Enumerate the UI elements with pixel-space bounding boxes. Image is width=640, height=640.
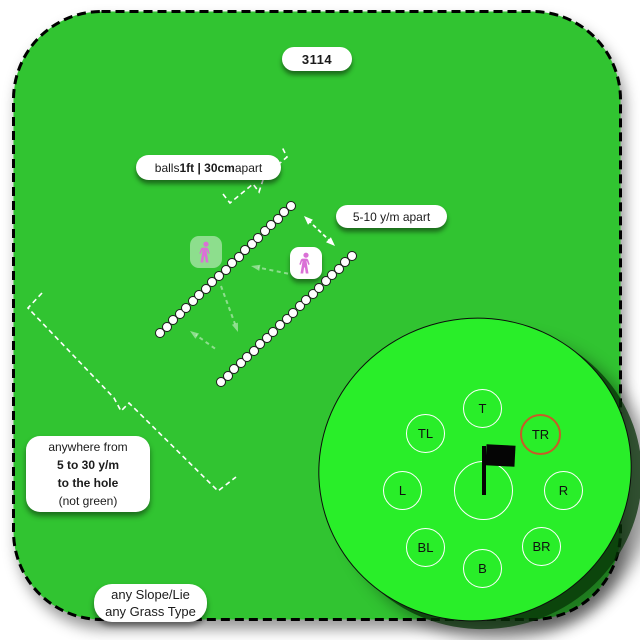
drill-number-badge: 3114 xyxy=(282,47,352,71)
golf-ball xyxy=(333,263,344,274)
hole-B: B xyxy=(463,549,502,588)
golf-ball xyxy=(261,332,272,343)
golf-ball xyxy=(255,339,266,350)
flag-pole xyxy=(482,446,486,495)
distance-note-line1: anywhere from xyxy=(48,440,128,454)
golf-ball xyxy=(294,301,305,312)
golf-ball xyxy=(281,314,292,324)
hole-BL: BL xyxy=(406,528,445,567)
ball-spacing-prefix: balls xyxy=(154,160,180,175)
golf-ball xyxy=(248,345,259,356)
person-icon xyxy=(299,252,310,274)
golf-ball xyxy=(320,276,331,287)
golf-ball xyxy=(240,245,251,256)
ball-spacing-value: 1ft | 30cm xyxy=(179,160,235,175)
golf-ball xyxy=(207,277,218,288)
hole-R: R xyxy=(544,471,583,510)
golf-ball xyxy=(242,351,253,362)
golf-ball xyxy=(279,207,290,218)
distance-note-line2: 5 to 30 y/m xyxy=(56,458,120,472)
golf-ball xyxy=(227,258,238,269)
conditions-note-line2: any Grass Type xyxy=(105,604,196,619)
conditions-note: any Slope/Lie any Grass Type xyxy=(94,584,207,622)
distance-note-line3: to the hole xyxy=(57,476,119,490)
golf-ball xyxy=(246,239,257,250)
golf-ball xyxy=(213,270,224,281)
conditions-note-line1: any Slope/Lie xyxy=(111,587,190,602)
distance-note: anywhere from 5 to 30 y/m to the hole (n… xyxy=(26,436,150,512)
hole-BR: BR xyxy=(522,527,561,566)
golf-ball xyxy=(347,251,357,261)
golf-ball xyxy=(314,282,325,293)
golf-ball xyxy=(340,257,351,268)
golf-ball xyxy=(259,226,270,237)
golf-ball xyxy=(286,201,296,211)
row-gap-label: 5-10 y/m apart xyxy=(336,205,447,228)
golf-ball xyxy=(220,264,231,275)
golf-ball xyxy=(253,232,264,243)
player-position-ghost xyxy=(190,236,222,268)
golf-ball xyxy=(288,307,299,318)
golf-ball xyxy=(233,251,244,262)
hole-TR-highlighted: TR xyxy=(520,414,561,455)
golf-ball xyxy=(274,320,285,331)
player-position xyxy=(290,247,322,279)
golf-ball xyxy=(301,295,312,306)
golf-ball xyxy=(307,288,318,299)
hole-T: T xyxy=(463,389,502,428)
flag-icon xyxy=(485,444,516,467)
golf-ball xyxy=(266,220,277,231)
golf-ball xyxy=(327,269,338,280)
ball-spacing-suffix: apart xyxy=(234,160,263,175)
golf-ball xyxy=(272,213,283,224)
golf-ball xyxy=(268,326,279,337)
person-icon xyxy=(199,241,210,263)
hole-L: L xyxy=(383,471,422,510)
ball-spacing-label: balls 1ft | 30cm apart xyxy=(136,155,281,180)
hole-TL: TL xyxy=(406,414,445,453)
distance-note-line4: (not green) xyxy=(58,494,118,508)
